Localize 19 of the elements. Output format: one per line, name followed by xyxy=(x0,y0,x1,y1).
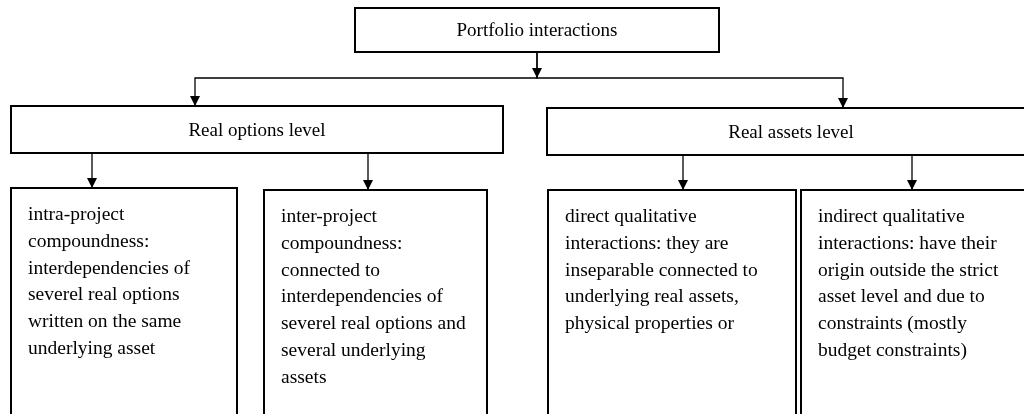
text-box xyxy=(10,105,504,154)
box-title: Real assets level xyxy=(728,120,854,143)
arrow xyxy=(536,52,848,108)
text-box xyxy=(263,189,488,414)
box-description: direct qualitative interactions: they are inseparable connected to underlying real assets, physical properties or xyxy=(565,204,759,336)
box-description: inter-project compoundness: connected to interdependencies of severel real options and several underlying assets xyxy=(281,204,467,389)
arrow xyxy=(87,153,97,188)
text-box xyxy=(354,7,720,53)
arrow xyxy=(363,153,373,190)
arrow xyxy=(678,155,688,190)
arrow xyxy=(907,155,917,190)
text-box xyxy=(547,189,797,414)
box-description: intra-project compoundness: interdependencies of severel real options written on the same underlying asset xyxy=(28,202,191,360)
box-title: Real options level xyxy=(188,118,326,141)
text-box xyxy=(546,107,1024,156)
text-box xyxy=(800,189,1024,414)
box-description: indirect qualitative interactions: have their origin outside the strict asset level and due to constraints (mostly budget constraints) xyxy=(818,204,1000,362)
box-title: Portfolio interactions xyxy=(456,19,618,41)
text-box xyxy=(10,187,238,414)
